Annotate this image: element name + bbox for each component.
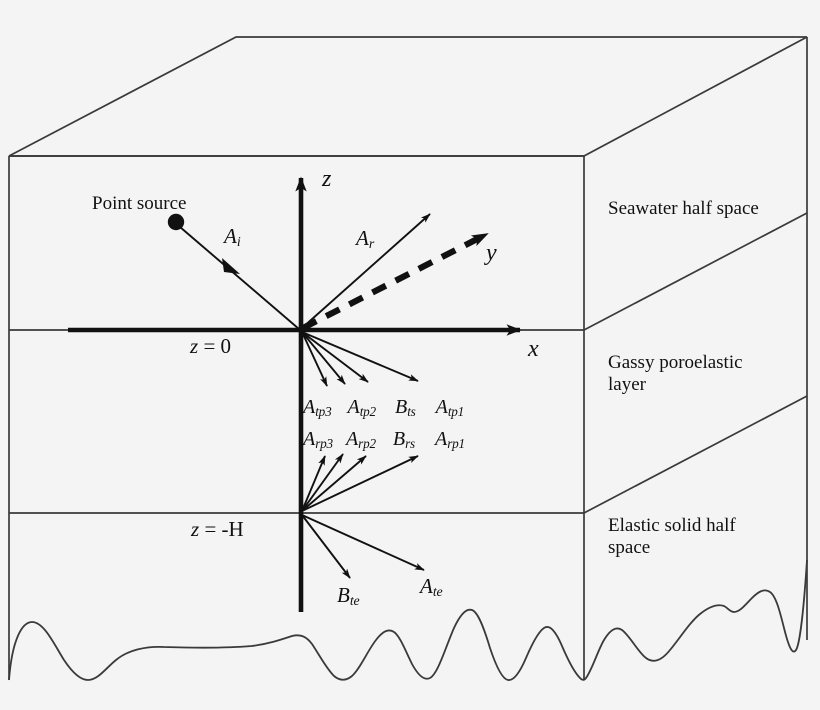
- interface-z0-label: z = 0: [190, 334, 232, 358]
- box-front-face: [8, 155, 585, 680]
- reflected-ray-label-2: Brs: [392, 428, 415, 451]
- rays-reflected-up-H: [301, 453, 419, 512]
- layer-label-poroelastic: Gassy poroelastic layer: [608, 352, 743, 396]
- layer-label-seawater: Seawater half space: [608, 198, 759, 219]
- axis-z-label: z: [322, 166, 332, 192]
- elastic-ray-label-1: Ate: [420, 574, 443, 600]
- transmitted-ray-label-1: Atp2: [347, 396, 376, 419]
- ray-incident: [179, 226, 300, 330]
- elastic-ray-label-0: Bte: [337, 583, 360, 609]
- rough-seabed-curve: [8, 559, 808, 681]
- point-source-label: Point source: [92, 193, 187, 214]
- reflected-ray-label: Ar: [356, 226, 375, 252]
- transmitted-ray-label-2: Bts: [394, 396, 416, 419]
- reflected-ray-label-3: Arp1: [435, 428, 465, 451]
- transmitted-ray-labels: Atp3 Atp2 Bts Atp1: [303, 396, 464, 420]
- layer-label-elastic: Elastic solid half space: [608, 515, 736, 559]
- interface-zH-label: z = -H: [191, 517, 244, 541]
- rays-transmitted: [301, 331, 419, 387]
- box-right-face: [583, 37, 808, 640]
- layer-label-poroelastic-line2: layer: [608, 373, 646, 395]
- rays-transmitted-elastic: [301, 514, 425, 579]
- incident-ray-label: Ai: [224, 224, 241, 250]
- layer-label-poroelastic-line1: Gassy poroelastic: [608, 352, 743, 373]
- layer-label-elastic-line1: Elastic solid half: [608, 515, 736, 536]
- point-source-dot: [167, 213, 185, 231]
- axis-y: [301, 231, 489, 331]
- axis-y-label: y: [486, 240, 497, 266]
- transmitted-ray-label-3: Atp1: [435, 396, 465, 419]
- transmitted-ray-label-0: Atp3: [303, 396, 332, 419]
- ray-reflected-up: [301, 213, 431, 329]
- axis-x-label: x: [528, 336, 539, 362]
- reflected-ray-label-0: Arp3: [303, 428, 333, 451]
- reflected-ray-labels: Arp3 Arp2 Brs Arp1: [303, 428, 465, 452]
- reflected-ray-label-1: Arp2: [345, 428, 376, 451]
- box-top-face: [8, 36, 808, 157]
- layer-label-elastic-line2: space: [608, 536, 651, 558]
